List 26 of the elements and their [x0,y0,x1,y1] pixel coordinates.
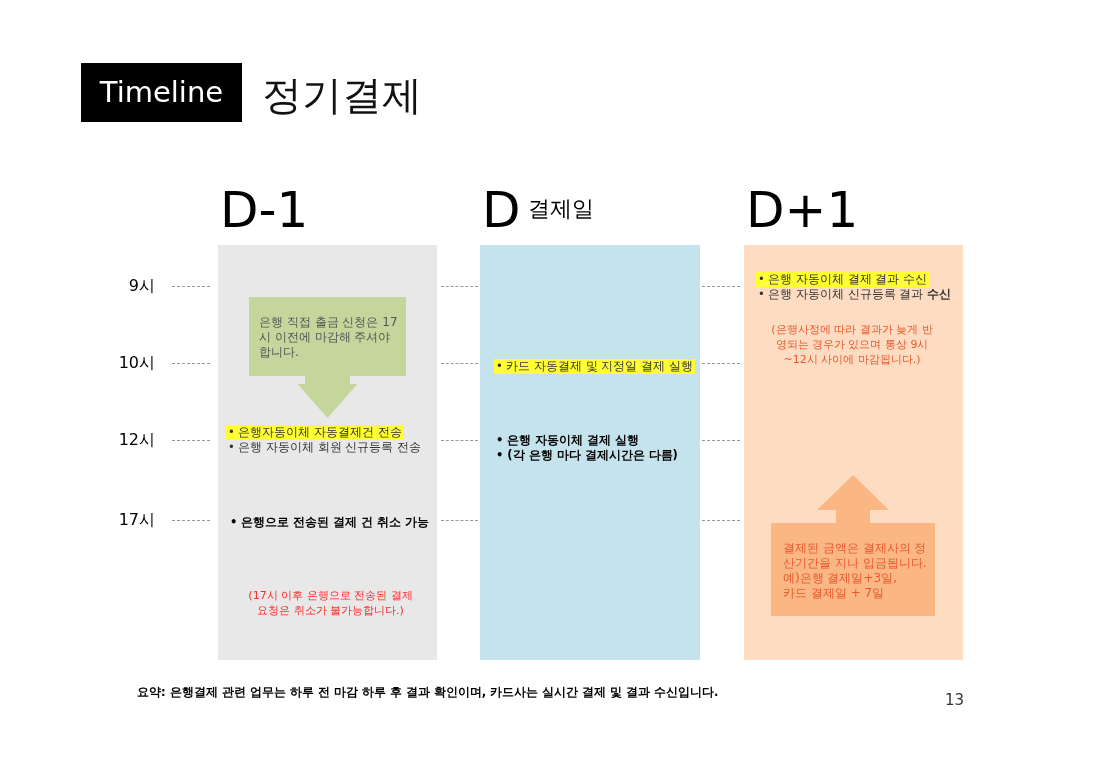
page-number: 13 [945,690,965,710]
callout-text: 카드 결제일 + 7일 [783,586,886,601]
column-heading: D-1 [220,180,309,240]
page-title: 정기결제 [262,71,422,120]
bullet-item: • 은행 자동이체 회원 신규등록 전송 [227,440,423,455]
section-tag: Timeline [81,63,242,122]
note-text: (은행사정에 따라 결과가 늦게 반영되는 경우가 있으며 통상 9시~12시 사이에 마감됩니다.) [770,322,934,367]
bullet-item: • 은행자동이체 자동결제건 전송 [226,425,404,440]
callout-text: 예)은행 결제일+3일, [783,571,898,586]
time-label: 12시 [118,430,155,450]
bullet-item: • 카드 자동결제 및 지정일 결제 실행 [494,359,695,374]
bullet-item: • 은행 자동이체 신규등록 결과 수신 [757,287,953,302]
column-heading: D [482,180,521,240]
bullet-item: • 은행 자동이체 결제 결과 수신 [756,272,930,287]
column-heading: D+1 [746,180,859,240]
bullet-item: • 은행 자동이체 결제 실행 [495,433,641,448]
time-label: 17시 [118,510,155,530]
callout-text: 결제된 금액은 결제사의 정산기간을 지나 입금됩니다. [783,541,928,571]
time-label: 10시 [118,353,155,373]
time-label: 9시 [128,276,155,296]
bullet-item: • (각 은행 마다 결제시간은 다름) [495,448,679,463]
bullet-item: • 은행으로 전송된 결제 건 취소 가능 [229,515,431,530]
summary-text: 요약: 은행결제 관련 업무는 하루 전 마감 하루 후 결과 확인이며, 카드사는 실시간 결제 및 결과 수신입니다. [137,684,719,700]
column-subheading: 결제일 [528,195,594,223]
note-text: (17시 이후 은행으로 전송된 결제요청은 취소가 불가능합니다.) [247,588,414,618]
callout-text: 은행 직접 출금 신청은 17시 이전에 마감해 주셔야 합니다. [259,315,399,360]
